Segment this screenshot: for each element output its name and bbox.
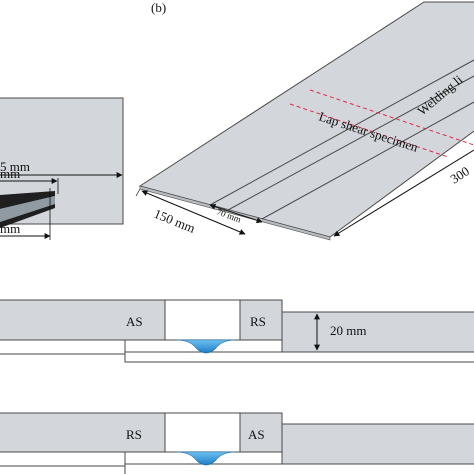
- panel-b: (b) Lap shear specimen Welding li 300 15…: [135, 0, 474, 241]
- tool-shape-light: [0, 196, 55, 222]
- dim-150-ext: [135, 188, 141, 197]
- seam-line-3: [261, 101, 474, 220]
- far-right-plate-2: [281, 423, 474, 465]
- dim-top-label: 5 mm: [0, 159, 30, 174]
- seam-line-2: [227, 75, 474, 211]
- tool-gap: [164, 299, 241, 341]
- specimen-cut-line-2: [309, 89, 474, 146]
- thickness-label: 20 mm: [330, 323, 366, 338]
- far-right-plate: [281, 311, 474, 353]
- as-label-2: AS: [248, 427, 265, 442]
- dim-bot-label: mm: [0, 221, 20, 236]
- weld-nugget: [175, 339, 237, 354]
- tool-shape-dark-2: [0, 204, 55, 228]
- tool-gap-2: [164, 412, 241, 453]
- seam-line-1: [209, 59, 474, 206]
- config-2-cross-section: RS AS: [0, 412, 474, 474]
- right-top-plate: [239, 299, 283, 341]
- dim-300-line: [333, 149, 474, 237]
- config-1-cross-section: AS RS 20 mm: [0, 299, 474, 363]
- right-top-plate-2: [239, 412, 283, 453]
- weld-nugget-2: [175, 451, 237, 466]
- rs-label-2: RS: [126, 427, 142, 442]
- bottom-plate: [0, 339, 126, 355]
- bottom-plate-2: [0, 451, 126, 467]
- tool-shape-dark: [0, 191, 55, 209]
- dim-150-line: [141, 190, 246, 235]
- left-top-plate: [0, 299, 166, 341]
- dim-mid-label: mm: [0, 166, 20, 181]
- bottom-plate-right: [124, 351, 474, 363]
- dim-300-label: 300: [447, 163, 472, 186]
- as-label-1: AS: [126, 314, 143, 329]
- dim-150-label: 150 mm: [152, 206, 197, 236]
- bottom-plate-right-2: [124, 463, 474, 474]
- rs-label-1: RS: [250, 314, 266, 329]
- panel-b-label: (b): [151, 0, 166, 15]
- panel-a-fragment: 5 mm mm mm: [0, 97, 124, 240]
- dim-70-line: [209, 203, 263, 224]
